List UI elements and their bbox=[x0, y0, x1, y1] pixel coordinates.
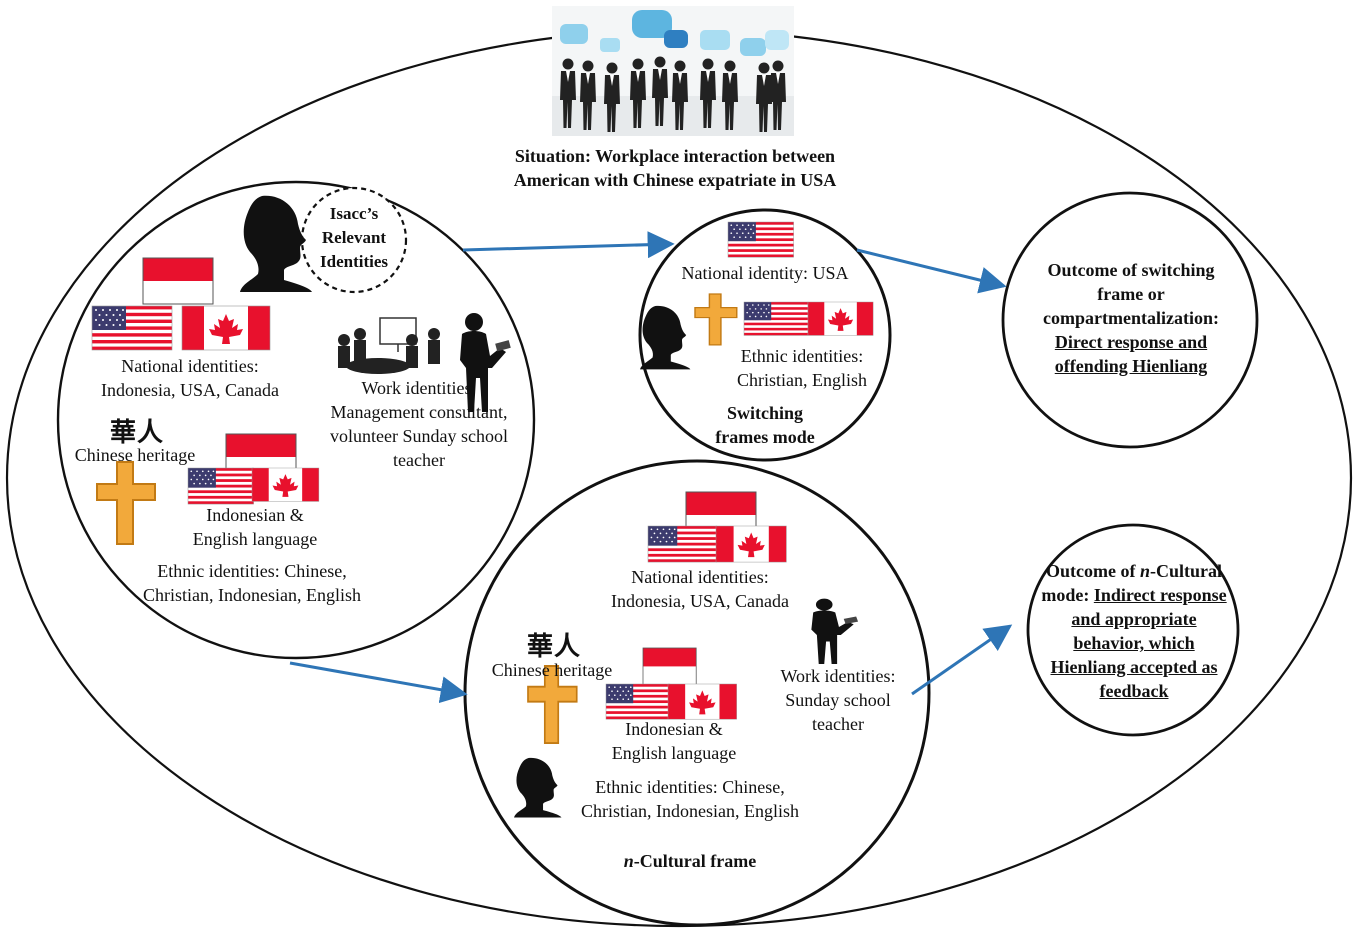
arrow-to-outcome-ncultural bbox=[911, 624, 1013, 696]
work-line3: teacher bbox=[393, 450, 445, 470]
language-line2: English language bbox=[611, 743, 737, 763]
usa-flag-icon bbox=[727, 221, 794, 258]
ncultural-language: Indonesian & English language bbox=[590, 717, 758, 765]
outcome-switching-circle bbox=[1001, 191, 1259, 449]
ncultural-national-identities: National identities: Indonesia, USA, Can… bbox=[590, 565, 810, 613]
switching-frames-mode-label: Switching frames mode bbox=[690, 401, 840, 449]
national-values: Indonesia, USA, Canada bbox=[611, 591, 789, 611]
switching-national-identity: National identity: USA bbox=[681, 263, 849, 283]
switching-frames-circle bbox=[638, 208, 892, 462]
canada-flag-icon bbox=[251, 467, 320, 502]
speech-bubbles-icon bbox=[560, 10, 789, 56]
outcome-line1: Outcome of n-Cultural bbox=[1028, 559, 1240, 583]
language-line2: English language bbox=[192, 529, 318, 549]
ncultural-work-identities: Work identities: Sunday school teacher bbox=[770, 664, 906, 736]
usa-flag-icon bbox=[647, 525, 718, 563]
national-label: National identities: bbox=[631, 567, 769, 587]
ethnic-line2: Christian, Indonesian, English bbox=[143, 585, 361, 605]
outcome-ncultural-text: Outcome of n-Cultural mode: Indirect res… bbox=[1028, 559, 1240, 703]
national-values: Indonesia, USA, Canada bbox=[101, 380, 279, 400]
isacc-ethnic-identities: Ethnic identities: Chinese, Christian, I… bbox=[112, 559, 392, 607]
line1b: n bbox=[1139, 561, 1150, 581]
ncultural-frame-label: n-Cultural frame bbox=[590, 849, 790, 873]
badge-line1: Isacc’s bbox=[329, 204, 379, 223]
ethnic-line2: Christian, Indonesian, English bbox=[581, 801, 799, 821]
line1a: Outcome of bbox=[1046, 561, 1140, 581]
work-line2: volunteer Sunday school bbox=[330, 426, 508, 446]
isacc-language: Indonesian & English language bbox=[170, 503, 340, 551]
outcome-line1: Outcome of switching bbox=[1047, 260, 1215, 280]
work-label: Work identities: bbox=[361, 378, 477, 398]
switching-ethnic-identities: Ethnic identities: Christian, English bbox=[718, 344, 886, 392]
indonesia-flag-icon bbox=[142, 257, 214, 305]
cross-icon bbox=[694, 293, 738, 346]
chinese-heritage-glyph: 華人 bbox=[527, 632, 582, 662]
arrow-to-switching bbox=[462, 231, 675, 259]
frame-rest: -Cultural frame bbox=[633, 851, 757, 871]
arrow-to-ncultural bbox=[289, 661, 468, 704]
outcome-line2: mode: Indirect response bbox=[1028, 583, 1240, 607]
meeting-icon bbox=[338, 317, 440, 374]
mode-line2: frames mode bbox=[715, 427, 815, 447]
situation-line1: Situation: Workplace interaction between bbox=[514, 146, 836, 166]
language-line1: Indonesian & bbox=[625, 719, 723, 739]
mode-line1: Switching bbox=[726, 403, 804, 423]
chinese-heritage-label: Chinese heritage bbox=[491, 660, 613, 680]
canada-flag-icon bbox=[181, 305, 271, 351]
line1c: -Cultural bbox=[1150, 561, 1222, 581]
outcome-line4: Direct response and bbox=[1054, 332, 1208, 352]
outcome-ncultural-circle bbox=[1026, 523, 1240, 737]
isacc-badge-label: Isacc’s Relevant Identities bbox=[300, 202, 408, 274]
ethnic-line1: Ethnic identities: Chinese, bbox=[595, 777, 785, 797]
isacc-identities-circle bbox=[56, 180, 536, 660]
frame-italic: n bbox=[623, 851, 634, 871]
language-line1: Indonesian & bbox=[206, 505, 304, 525]
arrow-to-outcome-switching bbox=[856, 248, 1007, 294]
ethnic-line2: Christian, English bbox=[737, 370, 867, 390]
situation-caption: Situation: Workplace interaction between… bbox=[475, 144, 875, 192]
isacc-national-identities: National identities: Indonesia, USA, Can… bbox=[60, 354, 320, 402]
work-line1: Management consultant, bbox=[330, 402, 508, 422]
outcome-line3: and appropriate bbox=[1071, 609, 1197, 629]
work-line3: teacher bbox=[812, 714, 864, 734]
usa-flag-icon bbox=[187, 467, 254, 505]
ncultural-ethnic-identities: Ethnic identities: Chinese, Christian, I… bbox=[550, 775, 830, 823]
chinese-heritage-glyph: 華人 bbox=[110, 418, 165, 448]
presenter-icon bbox=[811, 598, 859, 664]
outcome-line5: Hienliang accepted as bbox=[1050, 657, 1218, 677]
badge-line3: Identities bbox=[320, 252, 388, 271]
work-line1: Work identities: bbox=[780, 666, 896, 686]
line2a: mode: bbox=[1041, 585, 1094, 605]
isacc-work-identities: Work identities: Management consultant, … bbox=[310, 376, 528, 472]
badge-line2: Relevant bbox=[321, 228, 387, 247]
outcome-switching-text: Outcome of switching frame or compartmen… bbox=[1026, 258, 1236, 378]
situation-line2: American with Chinese expatriate in USA bbox=[513, 170, 837, 190]
outcome-line4: behavior, which bbox=[1073, 633, 1195, 653]
head-silhouette-icon bbox=[640, 305, 691, 370]
outcome-line2: frame or bbox=[1097, 284, 1165, 304]
ethnic-line1: Ethnic identities: Chinese, bbox=[157, 561, 347, 581]
chinese-heritage-label: Chinese heritage bbox=[74, 445, 196, 465]
national-label: National identities: bbox=[121, 356, 259, 376]
business-people-icon bbox=[552, 6, 794, 136]
canada-flag-icon bbox=[715, 525, 787, 563]
work-line2: Sunday school bbox=[785, 690, 891, 710]
outcome-line3: compartmentalization: bbox=[1043, 308, 1219, 328]
usa-flag-icon bbox=[743, 301, 809, 336]
cross-icon bbox=[96, 461, 156, 545]
usa-flag-icon bbox=[605, 683, 671, 720]
indonesia-flag-icon bbox=[642, 647, 697, 686]
usa-flag-icon bbox=[91, 305, 173, 351]
canada-flag-icon bbox=[807, 301, 874, 336]
outcome-line6: feedback bbox=[1099, 681, 1169, 701]
line2b: Indirect response bbox=[1093, 585, 1227, 605]
outcome-line5: offending Hienliang bbox=[1054, 356, 1208, 376]
canada-flag-icon bbox=[667, 683, 737, 720]
ethnic-line1: Ethnic identities: bbox=[740, 346, 864, 366]
